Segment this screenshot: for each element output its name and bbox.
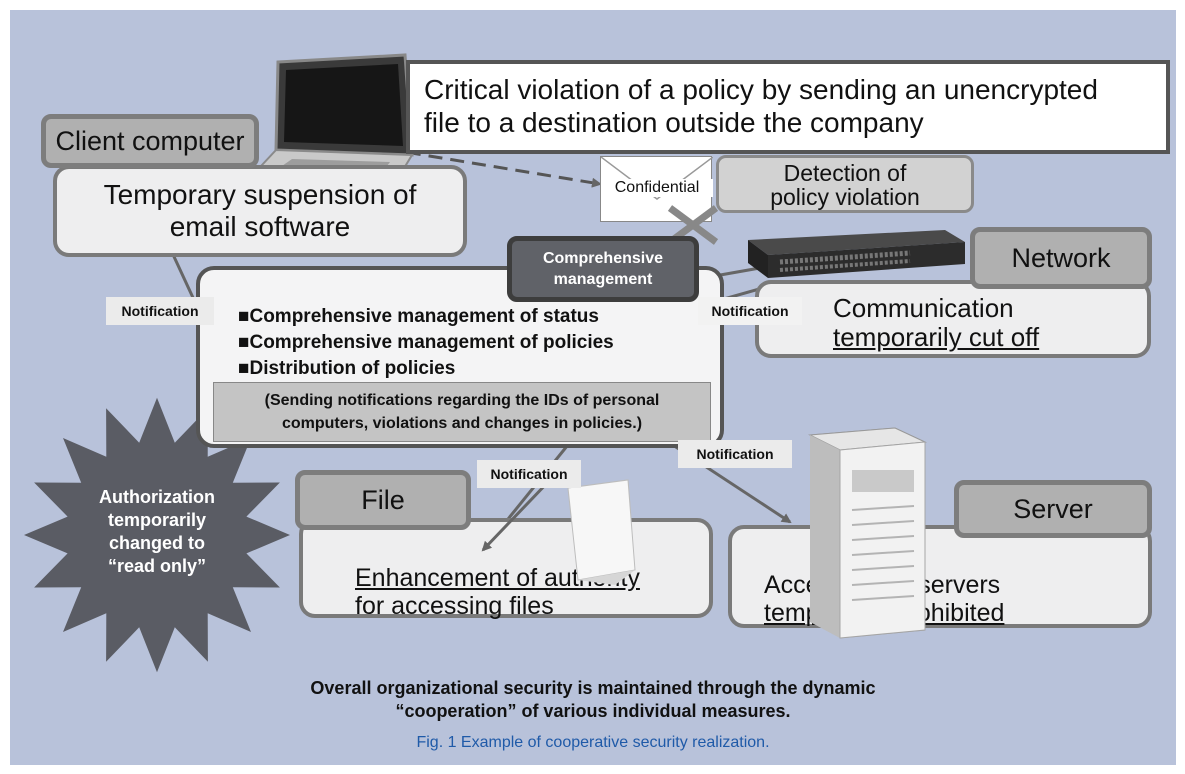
server-tab-label: Server [1013, 493, 1093, 524]
footer-line2: “cooperation” of various individual meas… [395, 701, 791, 721]
server-line1: Access to file servers [764, 571, 1001, 599]
envelope-label: Confidential [601, 179, 713, 197]
starburst-line2: temporarily [107, 510, 207, 530]
client-line1: Temporary suspension of [103, 179, 417, 210]
management-tab: Comprehensive management [507, 236, 699, 302]
detection-line2: policy violation [770, 184, 920, 210]
violation-text-line2: file to a destination outside the compan… [424, 107, 924, 138]
client-line2: email software [169, 211, 351, 242]
network-switch-icon [748, 230, 965, 278]
network-line1: Communication [833, 293, 1014, 323]
file-line1: Enhancement of authority [355, 564, 640, 592]
notification-network: Notification [698, 297, 802, 325]
management-item-3: ■Distribution of policies [238, 358, 456, 379]
notification-file: Notification [477, 460, 581, 488]
management-item-2: ■Comprehensive management of policies [238, 332, 614, 353]
envelope-icon: Confidential [600, 156, 713, 222]
detection-box: Detection of policy violation [716, 155, 974, 213]
management-tab-line2: management [553, 271, 653, 288]
management-tab-line1: Comprehensive [542, 250, 664, 267]
network-panel: Communication temporarily cut off [755, 280, 1151, 358]
server-tab: Server [954, 480, 1152, 538]
server-panel: Access to file servers temporarily prohi… [728, 525, 1152, 628]
network-tab: Network [970, 227, 1152, 289]
client-tab: Client computer [41, 114, 259, 168]
footer-statement: Overall organizational security is maint… [10, 677, 1176, 723]
detection-line1: Detection of [783, 160, 907, 186]
client-panel: Temporary suspension of email software [53, 165, 467, 257]
management-note: (Sending notifications regarding the IDs… [213, 382, 711, 442]
figure-caption: Fig. 1 Example of cooperative security r… [416, 734, 770, 751]
starburst-line1: Authorization [99, 487, 215, 507]
violation-box: Critical violation of a policy by sendin… [406, 60, 1170, 154]
notification-server: Notification [678, 440, 792, 468]
starburst-line3: changed to [108, 533, 205, 553]
footer-line1: Overall organizational security is maint… [310, 678, 876, 698]
file-tab-label: File [361, 484, 405, 515]
management-note-line2: computers, violations and changes in pol… [281, 415, 643, 432]
file-panel: Enhancement of authority for accessing f… [299, 518, 713, 620]
management-note-line1: (Sending notifications regarding the IDs… [264, 392, 660, 409]
server-line2: temporarily prohibited [764, 599, 1005, 627]
starburst-line4: “read only” [107, 556, 207, 576]
violation-text-line1: Critical violation of a policy by sendin… [424, 74, 1098, 105]
client-tab-label: Client computer [55, 125, 245, 156]
file-line2: for accessing files [355, 592, 554, 620]
network-tab-label: Network [1011, 242, 1111, 273]
management-item-1: ■Comprehensive management of status [238, 306, 599, 327]
network-line2: temporarily cut off [833, 322, 1040, 352]
starburst-shape [24, 397, 290, 673]
diagram-stage: Critical violation of a policy by sendin… [10, 10, 1176, 765]
file-tab: File [295, 470, 471, 530]
notification-client: Notification [106, 297, 214, 325]
starburst-text: Authorization temporarily changed to “re… [72, 486, 242, 578]
